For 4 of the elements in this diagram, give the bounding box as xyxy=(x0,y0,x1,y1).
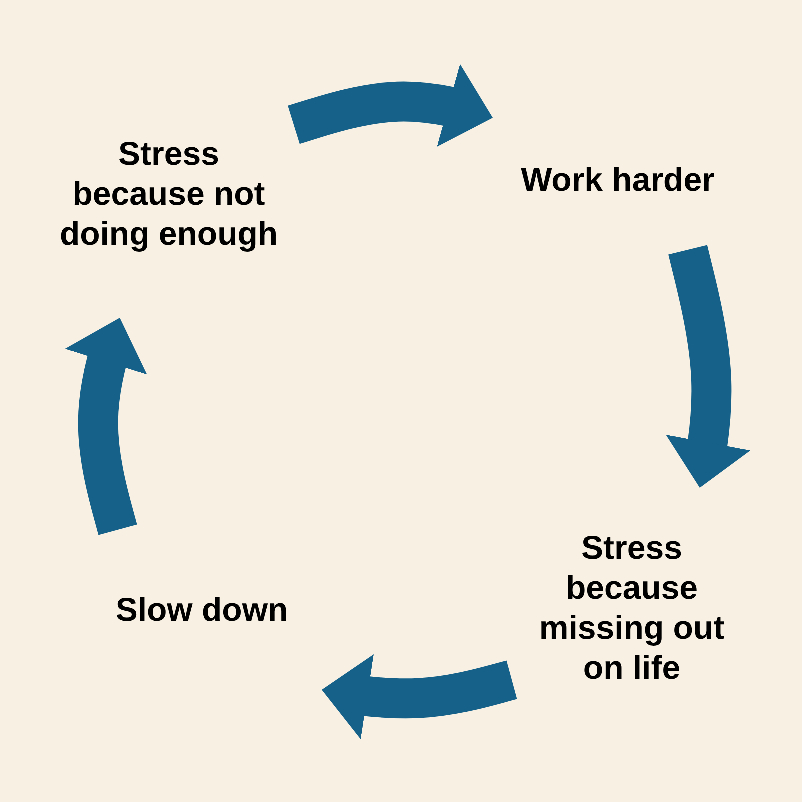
cycle-step-label: Work harder xyxy=(521,160,715,200)
cycle-step-label: Slow down xyxy=(116,590,288,630)
cycle-step-label: Stress because missing out on life xyxy=(538,528,726,688)
cycle-step-label: Stress because not doing enough xyxy=(58,134,280,254)
